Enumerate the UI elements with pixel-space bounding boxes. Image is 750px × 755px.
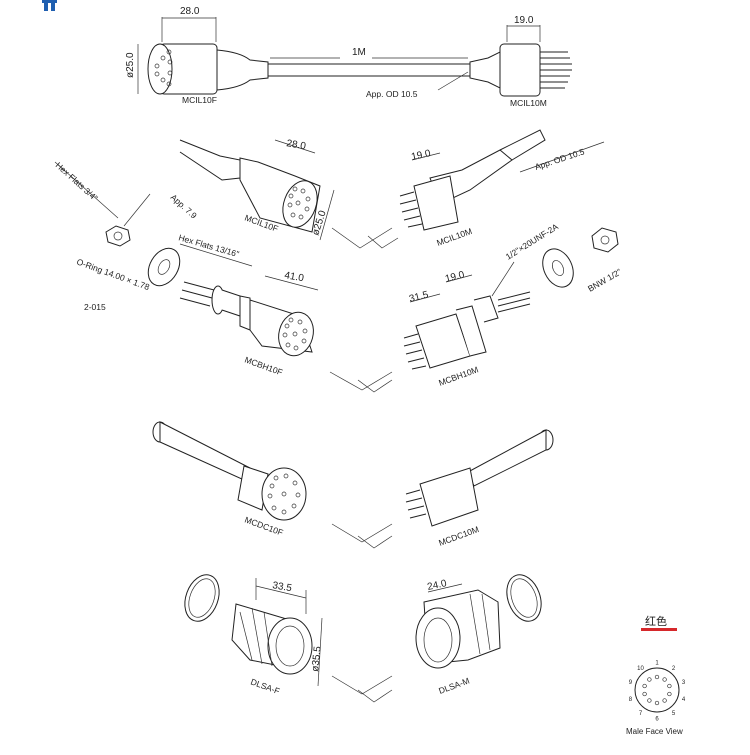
dim-cable-length: 1M — [352, 47, 366, 58]
pin-label-8: 8 — [629, 697, 633, 703]
dim-hex-flats-body: Hex Flats 13/16" — [177, 232, 240, 259]
mcil10m-top-body — [469, 43, 572, 97]
hex-nut-left — [105, 225, 131, 247]
label-mcil10m-top: MCIL10M — [510, 98, 547, 108]
pin-hole-8 — [642, 691, 647, 697]
dim-female-diameter: ø25.0 — [125, 52, 136, 78]
pin-label-7: 7 — [639, 711, 643, 717]
label-mcbh10f: MCBH10F — [243, 354, 284, 377]
pin-label-9: 9 — [629, 680, 633, 686]
pin-label-2: 2 — [672, 666, 676, 672]
pin-label-5: 5 — [672, 711, 676, 717]
pin-label-1: 1 — [655, 661, 659, 667]
pin-hole-3 — [667, 683, 672, 689]
dim-female-length: 28.0 — [180, 6, 200, 17]
pin-hole-9 — [642, 683, 647, 689]
male-face-title: Male Face View — [626, 727, 683, 736]
dim-oring: O-Ring 14.00 × 1.78 — [75, 256, 151, 292]
male-face-pins: 1 2 3 4 5 6 7 8 9 10 — [629, 661, 686, 723]
dim-oring-code: 2-015 — [84, 302, 106, 312]
cable-1m — [268, 63, 470, 77]
dim-dlsa-m-length: 24.0 — [426, 578, 448, 593]
pin-hole-10 — [647, 677, 652, 682]
label-dlsa-m: DLSA-M — [437, 675, 471, 695]
label-mcil10m-iso: MCIL10M — [435, 226, 473, 248]
dlsa-f-oring — [184, 574, 220, 622]
mcdc10m-body — [405, 429, 554, 527]
dlsa-f-body — [231, 603, 313, 675]
dim-hex-flats-left: Hex Flats 3/4" — [54, 160, 100, 203]
mcil10m-iso — [399, 129, 546, 231]
mcbh10f-body — [179, 281, 314, 357]
pin-hole-1 — [654, 674, 660, 680]
pin-label-4: 4 — [682, 697, 686, 703]
label-mcdc10m: MCDC10M — [437, 524, 480, 548]
pin-label-3: 3 — [682, 680, 686, 686]
pin-label-10: 10 — [637, 666, 644, 672]
red-color-line — [641, 628, 677, 631]
pin-hole-6 — [654, 700, 660, 706]
dim-male-length: 19.0 — [514, 15, 534, 26]
washer-right — [542, 248, 574, 288]
mcil10f-top-body — [147, 43, 269, 95]
pin-hole-2 — [662, 677, 667, 682]
dim-len-31-5: 31.5 — [408, 289, 430, 304]
mcil10f-iso — [179, 139, 321, 233]
dim-dlsa-f-length: 33.5 — [271, 580, 293, 594]
pin-label-6: 6 — [655, 717, 659, 723]
dlsa-m-oring — [506, 574, 542, 622]
connector-logo-icon — [42, 0, 57, 11]
chinese-color-label: 红色 — [645, 614, 667, 628]
male-face-view: 1 2 3 4 5 6 7 8 9 10 — [629, 661, 686, 723]
dim-len-41: 41.0 — [283, 270, 305, 284]
label-mcbh10m: MCBH10M — [437, 364, 479, 388]
pin-hole-4 — [667, 691, 672, 697]
dim-row2-male-length: 19.0 — [410, 148, 432, 163]
dim-dlsa-f-diameter: ø35.5 — [310, 645, 324, 672]
dim-len-19-0: 19.0 — [444, 269, 466, 284]
dlsa-m-body — [415, 589, 501, 669]
mcdc10f-body — [152, 421, 307, 521]
label-mcil10f-top: MCIL10F — [182, 95, 217, 105]
pin-hole-7 — [647, 698, 652, 703]
dim-app-7-9: App. 7.9 — [169, 192, 199, 221]
pin-hole-5 — [662, 698, 667, 703]
washer-left — [147, 247, 181, 287]
hex-nut-right — [591, 227, 619, 253]
dim-app-od-top: App. OD 10.5 — [366, 89, 418, 99]
mcbh10m-body — [403, 291, 531, 370]
label-dlsa-f: DLSA-F — [249, 676, 281, 696]
dim-row2-female-length: 28.0 — [285, 138, 307, 152]
label-bnw: BNW 1/2" — [586, 267, 623, 294]
dim-row2-app-od: App. OD 10.5 — [534, 146, 586, 172]
